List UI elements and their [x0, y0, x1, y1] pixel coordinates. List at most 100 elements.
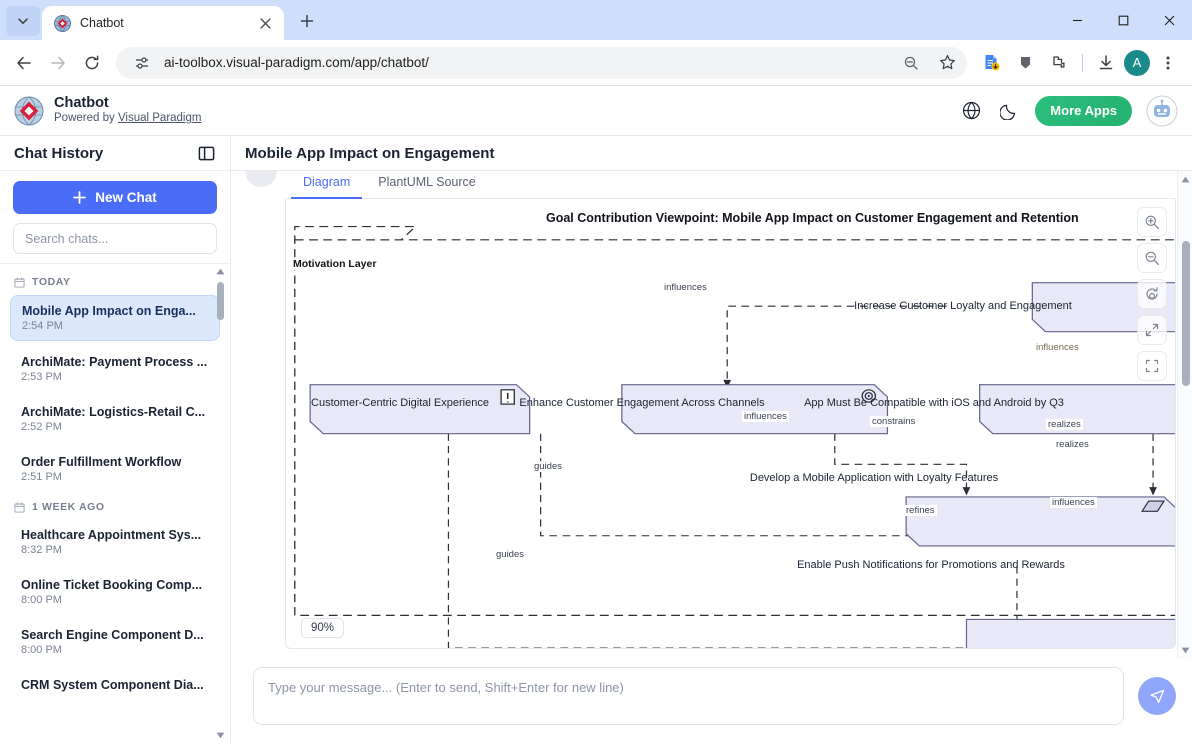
sidebar-scrollbar[interactable] [214, 266, 227, 741]
chatbot-avatar-icon[interactable] [1146, 95, 1178, 127]
visual-paradigm-link[interactable]: Visual Paradigm [117, 112, 202, 125]
main-title-bar: Mobile App Impact on Engagement [231, 136, 1192, 171]
chat-list-item[interactable]: Order Fulfillment Workflow 2:51 PM [10, 447, 220, 491]
tab-search-button[interactable] [6, 6, 40, 36]
close-icon[interactable] [254, 12, 276, 34]
message-input[interactable]: Type your message... (Enter to send, Shi… [253, 667, 1124, 725]
scroll-up-icon[interactable] [1180, 174, 1191, 185]
reset-zoom-icon [1146, 287, 1158, 300]
window-close-button[interactable] [1146, 0, 1192, 40]
fit-to-screen-icon [1145, 359, 1159, 373]
new-tab-button[interactable] [292, 6, 322, 36]
chat-list-item[interactable]: Mobile App Impact on Enga... 2:54 PM [10, 295, 220, 341]
app-subtitle: Powered by Visual Paradigm [54, 112, 201, 126]
node-label-app-compatible: App Must Be Compatible with iOS and Andr… [804, 397, 1064, 409]
document-extension-icon [985, 55, 999, 71]
edge-label-influences-2: influences [742, 411, 789, 422]
edge-label-refines: refines [904, 505, 937, 516]
zoom-indicator-button[interactable] [897, 49, 925, 77]
conversation-area: Diagram PlantUML Source [231, 171, 1192, 659]
scrollbar-thumb[interactable] [1182, 241, 1190, 386]
profile-avatar[interactable]: A [1124, 49, 1150, 76]
chat-item-time: 2:52 PM [21, 421, 62, 433]
document-extension-button[interactable] [975, 47, 1007, 79]
visual-paradigm-logo-icon [14, 96, 44, 126]
edge-label-influences-3: influences [1050, 497, 1097, 508]
edge-label-guides-2: guides [494, 549, 526, 560]
scroll-down-icon[interactable] [215, 730, 226, 741]
search-input[interactable] [13, 223, 217, 254]
chat-item-title: Healthcare Appointment Sys... [21, 528, 202, 542]
browser-tab-strip: Chatbot [0, 0, 1192, 40]
chat-history-sidebar: Chat History New Chat [0, 136, 231, 743]
puzzle-piece-icon [1053, 55, 1065, 68]
group-header-week-ago: 1 WEEK AGO [0, 497, 230, 520]
chat-list-item[interactable]: Online Ticket Booking Comp... 8:00 PM [10, 570, 220, 614]
download-icon [1099, 54, 1113, 69]
edge-label-guides-1: guides [532, 461, 564, 472]
zoom-in-icon [1145, 215, 1159, 229]
chat-item-time: 8:00 PM [21, 644, 62, 656]
app-brand: Chatbot Powered by Visual Paradigm [54, 95, 201, 126]
edge-label-realizes-1: realizes [1046, 419, 1083, 430]
theme-toggle-button[interactable] [997, 99, 1021, 123]
extensions-button[interactable] [1043, 47, 1075, 79]
chat-list-item[interactable]: Healthcare Appointment Sys... 8:32 PM [10, 520, 220, 564]
back-button[interactable] [8, 47, 40, 79]
send-button[interactable] [1138, 677, 1176, 715]
fullscreen-icon [1145, 323, 1159, 337]
more-apps-button[interactable]: More Apps [1035, 95, 1132, 126]
app-header-actions: More Apps [959, 95, 1178, 127]
panel-collapse-icon[interactable] [196, 143, 216, 163]
new-chat-button[interactable]: New Chat [13, 181, 217, 214]
scroll-down-icon[interactable] [1180, 645, 1191, 656]
tab-diagram[interactable]: Diagram [291, 171, 363, 199]
app-header: Chatbot Powered by Visual Paradigm More … [0, 86, 1192, 136]
language-button[interactable] [959, 99, 983, 123]
bookmark-button[interactable] [933, 49, 961, 77]
browser-tab[interactable]: Chatbot [42, 6, 284, 40]
group-header-today: TODAY [0, 272, 230, 295]
forward-button[interactable] [42, 47, 74, 79]
three-dot-menu-icon [1166, 56, 1170, 69]
chat-item-title: Mobile App Impact on Enga... [22, 304, 196, 318]
forward-arrow-icon [51, 56, 65, 69]
tab-plantuml-source[interactable]: PlantUML Source [378, 175, 476, 189]
minimize-button[interactable] [1054, 0, 1100, 40]
conversation-scrollbar[interactable] [1177, 171, 1192, 659]
downloads-button[interactable] [1090, 47, 1122, 79]
fit-to-screen-button[interactable] [1137, 351, 1167, 381]
site-settings-button[interactable] [128, 49, 156, 77]
scrollbar-thumb[interactable] [217, 282, 224, 320]
chat-item-title: Order Fulfillment Workflow [21, 455, 182, 469]
zoom-level-badge[interactable]: 90% [301, 618, 345, 638]
chat-list-item[interactable]: CRM System Component Dia... [10, 670, 220, 700]
browser-menu-button[interactable] [1152, 47, 1184, 79]
globe-icon [962, 101, 980, 120]
address-bar[interactable]: ai-toolbox.visual-paradigm.com/app/chatb… [116, 46, 967, 79]
zoom-in-button[interactable] [1137, 207, 1167, 237]
scroll-up-icon[interactable] [215, 266, 226, 277]
new-chat-label: New Chat [95, 190, 157, 205]
chat-item-time: 8:00 PM [21, 594, 62, 606]
zoom-out-button[interactable] [1137, 243, 1167, 273]
archimate-goal-contribution-diagram [294, 225, 1175, 648]
chat-list-item[interactable]: ArchiMate: Logistics-Retail C... 2:52 PM [10, 397, 220, 441]
diagram-card-tabs: Diagram PlantUML Source [285, 171, 1176, 199]
chat-list-item[interactable]: ArchiMate: Payment Process ... 2:53 PM [10, 347, 220, 391]
group-label-text: TODAY [32, 276, 71, 288]
sidebar-actions: New Chat [0, 171, 230, 264]
back-arrow-icon [17, 56, 31, 69]
chat-item-title: ArchiMate: Logistics-Retail C... [21, 405, 206, 419]
fullscreen-button[interactable] [1137, 315, 1167, 345]
pin-extension-button[interactable] [1009, 47, 1041, 79]
chat-history-list[interactable]: TODAY Mobile App Impact on Enga... 2:54 … [0, 264, 230, 743]
tab-title: Chatbot [80, 16, 124, 30]
chat-item-time: 2:53 PM [21, 371, 62, 383]
diagram-canvas[interactable]: Goal Contribution Viewpoint: Mobile App … [286, 199, 1175, 648]
maximize-button[interactable] [1100, 0, 1146, 40]
reload-button[interactable] [76, 47, 108, 79]
reset-zoom-button[interactable] [1137, 279, 1167, 309]
chat-list-item[interactable]: Search Engine Component D... 8:00 PM [10, 620, 220, 664]
maximize-icon [1118, 15, 1128, 25]
